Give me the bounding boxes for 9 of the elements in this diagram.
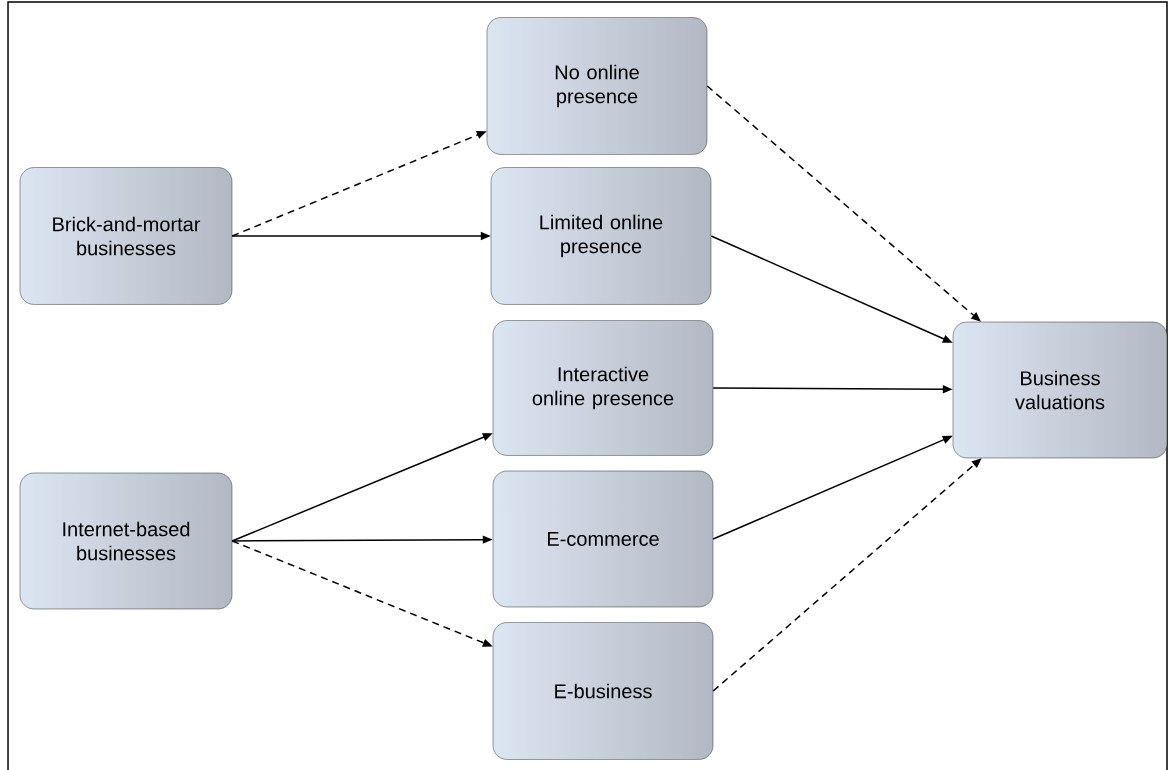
process-box: Internet-based businesses [19,472,233,610]
process-box: Business valuations [952,321,1168,459]
process-box: Interactive online presence [492,320,714,456]
arrow [706,85,981,322]
process-box: Brick-and-mortar businesses [19,167,233,305]
process-box: E-commerce [492,470,714,608]
process-box: E-business [492,622,714,760]
process-box: Limited online presence [490,167,712,305]
process-box: No online presence [486,17,708,155]
